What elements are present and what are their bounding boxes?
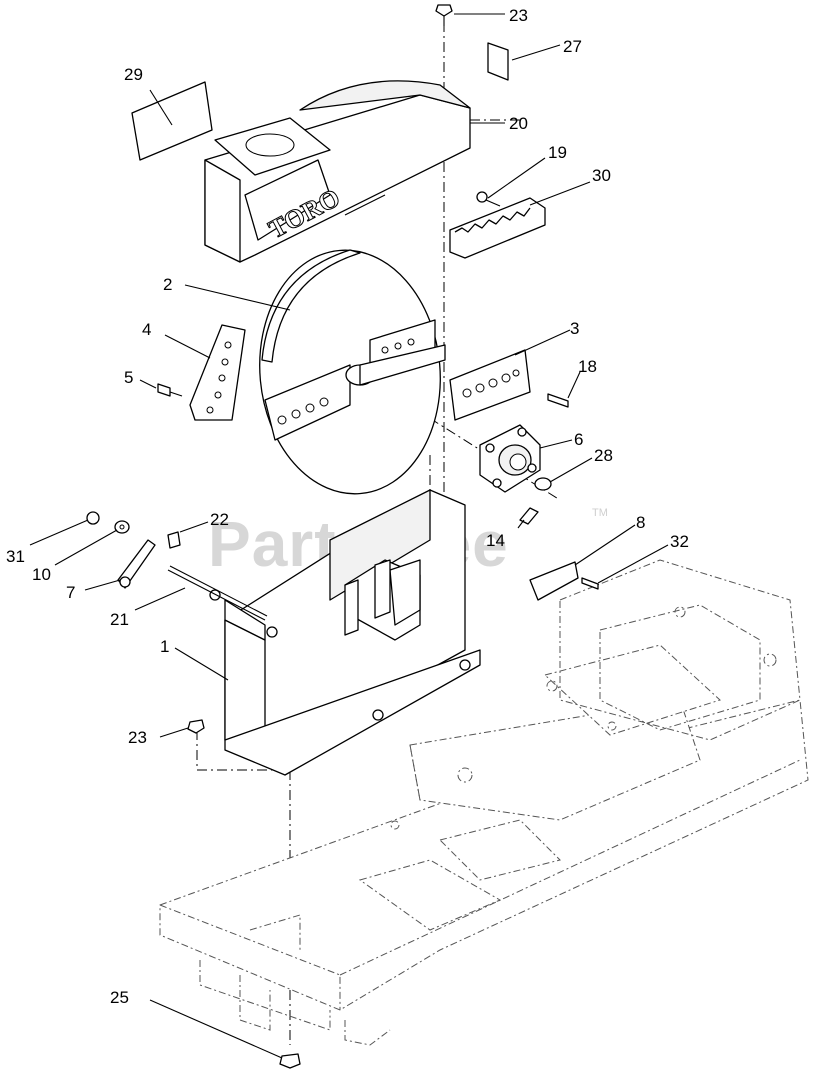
part-bolt-5 <box>157 383 183 397</box>
callout-29: 29 <box>124 65 143 84</box>
callout-27: 27 <box>563 37 582 56</box>
part-washer-10 <box>114 520 130 534</box>
callout-22: 22 <box>210 510 229 529</box>
callout-4: 4 <box>142 320 151 339</box>
callout-3: 3 <box>570 319 579 338</box>
part-bolt-14 <box>517 507 539 529</box>
part-pin-22 <box>167 531 181 549</box>
part-paddle-plate-3 <box>449 349 531 421</box>
part-bolt-18 <box>547 393 569 408</box>
part-link-7 <box>117 539 156 589</box>
callout-23-top: 23 <box>509 6 528 25</box>
watermark-trademark: TM <box>592 507 608 519</box>
tractor-frame-phantom <box>159 559 809 1046</box>
callout-31: 31 <box>6 547 25 566</box>
callout-28: 28 <box>594 446 613 465</box>
callout-14: 14 <box>486 531 505 550</box>
part-paddle-bracket-4 <box>189 324 246 421</box>
callout-8: 8 <box>636 513 645 532</box>
callout-leaders <box>29 13 669 1059</box>
callout-labels: 23 27 29 20 19 30 2 4 3 5 18 6 28 22 31 … <box>6 6 689 1007</box>
callout-6: 6 <box>574 430 583 449</box>
part-nut-25 <box>279 1053 301 1069</box>
callout-7: 7 <box>66 583 75 602</box>
part-impeller-disc <box>259 249 446 495</box>
callout-1: 1 <box>160 637 169 656</box>
callout-32: 32 <box>670 532 689 551</box>
part-bolt-23-bottom <box>187 719 205 734</box>
callout-18: 18 <box>578 357 597 376</box>
part-cap-28 <box>534 477 552 491</box>
callout-5: 5 <box>124 368 133 387</box>
part-decal-29 <box>131 81 213 161</box>
part-nut-31 <box>86 511 100 525</box>
part-screw-32 <box>581 577 599 590</box>
callout-19: 19 <box>548 143 567 162</box>
part-blower-housing-base <box>209 489 481 776</box>
callout-10: 10 <box>32 565 51 584</box>
part-rod-21 <box>167 565 268 621</box>
part-discharge-housing: TORO <box>204 80 471 263</box>
part-decal-27 <box>487 42 509 81</box>
part-bolt-23-top <box>435 4 453 26</box>
part-screw-19 <box>476 191 501 207</box>
callout-23-bottom: 23 <box>128 728 147 747</box>
callout-25: 25 <box>110 988 129 1007</box>
part-adjuster-bar-30 <box>449 197 546 259</box>
callout-20: 20 <box>509 114 528 133</box>
part-bearing-6 <box>479 424 541 493</box>
callout-2: 2 <box>163 275 172 294</box>
callout-21: 21 <box>110 610 129 629</box>
part-bracket-8 <box>529 561 579 601</box>
callout-30: 30 <box>592 166 611 185</box>
